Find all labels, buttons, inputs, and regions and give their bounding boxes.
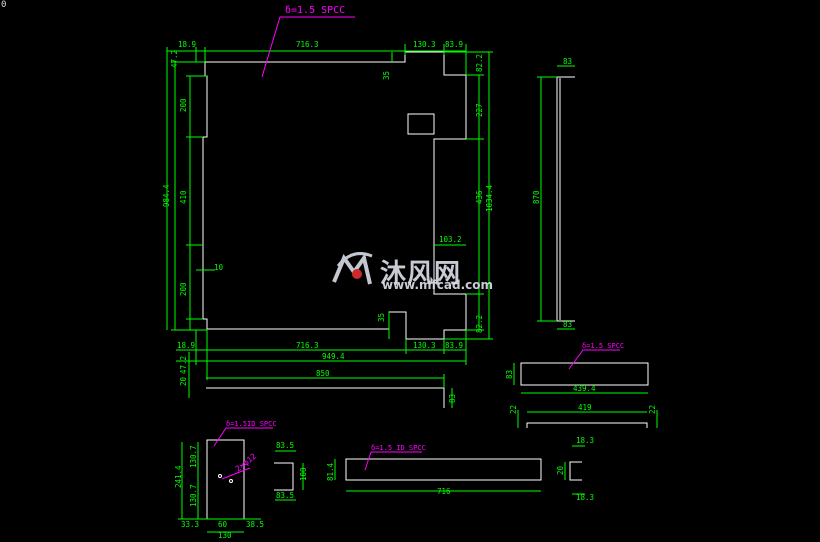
watermark-text: 沐风网 [380,259,462,289]
dim-bottom-width: 716.3 [296,341,319,350]
dim-strip-inner-width: 419 [578,403,592,412]
dim-right-seg2: 436 [475,190,484,204]
dim-channel-height: 870 [532,190,541,204]
angle-section [206,387,445,408]
dim-left-seg2: 410 [179,190,188,204]
strip-bent-profile [526,422,648,428]
dim-left-seg3: 200 [179,282,188,296]
bracket-hole-2 [229,479,233,483]
watermark-url: www.mfcad.com [382,278,493,292]
dim-strip-height: 83 [505,370,514,379]
bracket-plate [206,439,245,520]
dim-u-height: 100 [299,467,308,481]
dim-bar-length: 716 [437,487,451,496]
dim-right-seg1: 227 [475,103,484,117]
dim-right-bottom: 82.2 [475,315,484,333]
dim-channel-flange-bottom: 83 [563,320,572,329]
strip-material-note: δ=1.5 SPCC [582,342,624,350]
dim-u-top: 83.5 [276,441,294,450]
dim-right-top: 82.2 [475,54,484,72]
bar-material-note: δ=1.5 ID SPCC [371,444,426,452]
dim-top-notch-width: 130.3 [413,40,436,49]
dim-bottom-notch-width: 130.3 [413,341,436,350]
main-panel-outline [202,51,467,340]
dim-strip-right-leg: 22 [648,405,657,414]
dim-inner-small: 10 [214,263,224,272]
mf-logo-icon [332,252,373,285]
dim-angle-leg: 83 [448,394,457,403]
bar-section [345,458,542,481]
u-channel [274,462,294,491]
dim-right-overall: 1034.4 [485,184,494,212]
dim-channel-flange-top: 83 [563,57,572,66]
dim-bar-end-height: 20 [556,465,565,475]
dim-bracket-right-offset: 38.5 [246,520,264,529]
dim-top-right-offset: 83.9 [445,40,463,49]
dim-left-seg1: 200 [179,98,188,112]
main-material-note: δ=1.5 SPCC [285,5,345,16]
dim-top-width: 716.3 [296,40,319,49]
bracket-material-note: δ=1.5ID SPCC [226,420,277,428]
dim-bracket-lower: 130.7 [189,484,198,507]
dim-top-left-offset: 18.9 [178,40,196,49]
dim-left-bottom-small: 20 [179,376,188,386]
dim-bar-height: 81.4 [326,462,335,481]
dim-strip-width: 439.4 [573,384,596,393]
dim-bracket-left-offset: 33.3 [181,520,199,529]
bracket-hole-note: 2×φ12 [234,452,259,474]
dim-bracket-width: 130 [218,531,232,540]
dim-bottom-left-offset: 18.9 [177,341,195,350]
channel-profile [556,76,575,322]
bar-end-profile [569,461,582,481]
bracket-hole-1 [218,474,222,478]
dim-overall-width: 949.4 [322,352,345,361]
dim-bracket-middle: 60 [218,520,228,529]
dim-left-overall: 984.4 [162,184,171,207]
strip-section [520,362,649,386]
dim-bar-end-top: 18.3 [576,436,594,445]
dim-strip-left-leg: 22 [509,405,518,414]
dim-angle-width: 850 [316,369,330,378]
main-panel-cutout [407,113,435,135]
dim-left-bottom-offset: 47.2 [179,356,188,374]
dim-inner-notch-width: 103.2 [439,235,462,244]
dim-bracket-height: 241.4 [174,465,183,488]
dim-bracket-upper: 130.7 [189,445,198,468]
dim-notch-depth: 35 [382,71,391,80]
dim-left-top-offset: 47.2 [170,50,179,68]
corner-mark: 0 [1,0,7,10]
dim-u-bottom: 83.5 [276,491,294,500]
dim-bar-end-bottom: 18.3 [576,493,594,502]
dim-bottom-right-offset: 83.9 [445,341,463,350]
dim-lower-notch-height: 35 [377,313,386,322]
